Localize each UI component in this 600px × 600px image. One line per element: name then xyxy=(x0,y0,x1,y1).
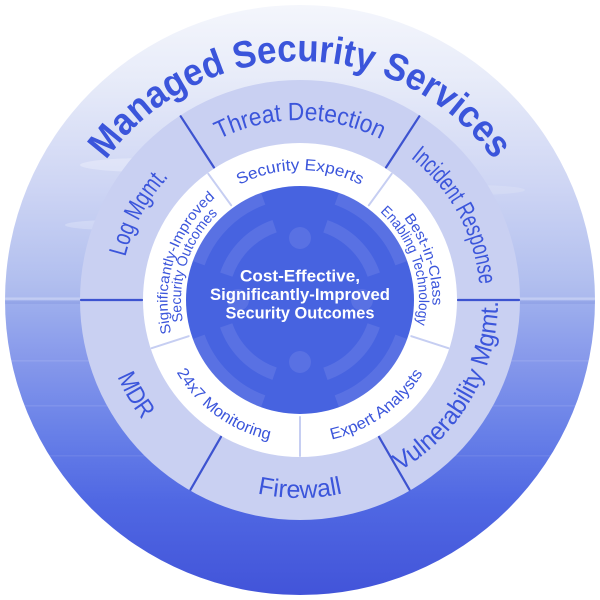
center-message: Cost-Effective, Significantly-Improved S… xyxy=(210,267,390,323)
center-message-line-2: Significantly-Improved xyxy=(210,285,390,304)
center-message-line-3: Security Outcomes xyxy=(226,304,375,323)
capabilities-ring-dividers xyxy=(150,172,450,457)
center-message-line-1: Cost-Effective, xyxy=(240,267,360,286)
services-ring-dividers xyxy=(79,115,521,491)
service-label-firewall: Firewall xyxy=(256,472,344,504)
